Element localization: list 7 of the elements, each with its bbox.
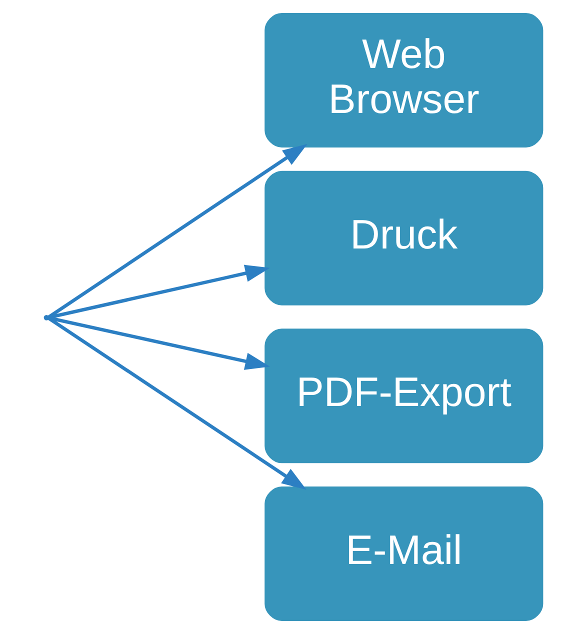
node-box: PDF-Export	[264, 328, 544, 464]
arrow	[47, 144, 308, 319]
node-box: E-Mail	[264, 486, 544, 621]
node-box: Druck	[264, 170, 544, 306]
node-point	[44, 315, 50, 320]
node-box: Web Browser	[264, 13, 544, 148]
arrow	[47, 316, 306, 490]
